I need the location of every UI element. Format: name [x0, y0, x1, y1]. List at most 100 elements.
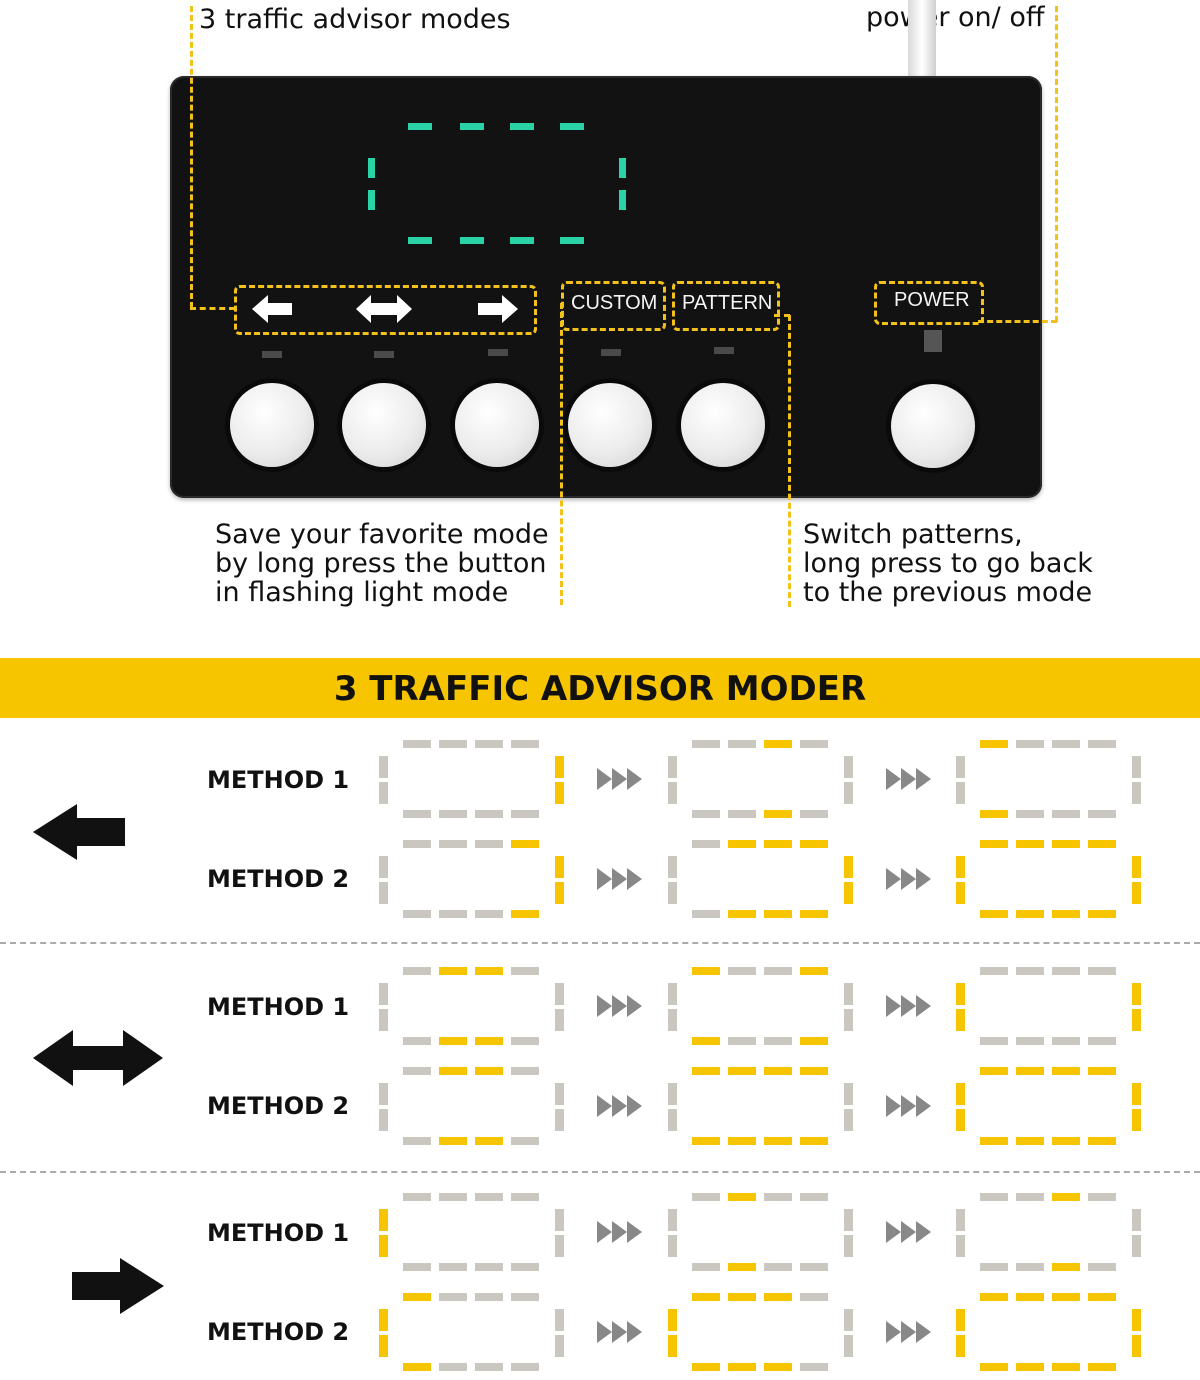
pattern-connector: [788, 315, 791, 607]
unlit-segment: [1132, 782, 1141, 804]
right-button[interactable]: [455, 383, 539, 467]
lit-segment: [692, 1363, 720, 1371]
unlit-segment: [1016, 1263, 1044, 1271]
unlit-segment: [692, 840, 720, 848]
lit-segment: [1132, 882, 1141, 904]
unlit-segment: [379, 1083, 388, 1105]
unlit-segment: [728, 740, 756, 748]
unlit-segment: [1016, 967, 1044, 975]
unlit-segment: [956, 782, 965, 804]
lit-segment: [439, 1037, 467, 1045]
lit-segment: [1016, 1293, 1044, 1301]
unlit-segment: [800, 1193, 828, 1201]
display-seg: [368, 158, 375, 178]
lit-segment: [728, 1137, 756, 1145]
unlit-segment: [764, 967, 792, 975]
display-seg: [619, 190, 626, 210]
unlit-segment: [1088, 1263, 1116, 1271]
power-button[interactable]: [891, 384, 975, 468]
power-callout-text: power on/ off: [866, 2, 1045, 33]
unlit-segment: [439, 910, 467, 918]
unlit-segment: [1016, 810, 1044, 818]
next-step-icon: [886, 995, 931, 1017]
unlit-segment: [668, 1235, 677, 1257]
unlit-segment: [439, 740, 467, 748]
lit-segment: [980, 740, 1008, 748]
left-button[interactable]: [230, 383, 314, 467]
pattern-frame: [666, 838, 856, 918]
lit-segment: [403, 1293, 431, 1301]
banner-title: 3 TRAFFIC ADVISOR MODER: [333, 669, 867, 709]
lit-segment: [1016, 1363, 1044, 1371]
indicator-led: [374, 351, 394, 358]
lit-segment: [439, 1137, 467, 1145]
unlit-segment: [764, 1193, 792, 1201]
next-step-icon: [886, 1221, 931, 1243]
unlit-segment: [844, 756, 853, 778]
pattern-frame: [954, 965, 1144, 1045]
unlit-segment: [800, 810, 828, 818]
unlit-segment: [668, 782, 677, 804]
next-step-icon: [597, 868, 642, 890]
unlit-segment: [511, 1363, 539, 1371]
unlit-segment: [555, 1009, 564, 1031]
modes-callout-text: 3 traffic advisor modes: [199, 4, 511, 35]
custom-button[interactable]: [568, 383, 652, 467]
unlit-segment: [475, 810, 503, 818]
pattern-note-line: Switch patterns,: [803, 519, 1023, 550]
lit-segment: [1016, 1067, 1044, 1075]
display-seg: [510, 123, 534, 130]
unlit-segment: [379, 983, 388, 1005]
method-label: METHOD 2: [207, 1092, 350, 1120]
display-seg: [619, 158, 626, 178]
pattern-frame: [377, 738, 567, 818]
unlit-segment: [511, 1263, 539, 1271]
lit-segment: [1052, 1363, 1080, 1371]
lit-segment: [511, 910, 539, 918]
unlit-segment: [555, 1309, 564, 1331]
pattern-label: PATTERN: [682, 292, 773, 314]
lit-segment: [980, 910, 1008, 918]
section-divider: [0, 942, 1200, 944]
lit-segment: [1132, 1009, 1141, 1031]
lit-segment: [1052, 840, 1080, 848]
unlit-segment: [692, 1263, 720, 1271]
lit-segment: [800, 1067, 828, 1075]
unlit-segment: [956, 1209, 965, 1231]
next-step-icon: [886, 868, 931, 890]
unlit-segment: [800, 1263, 828, 1271]
lit-segment: [1088, 910, 1116, 918]
unlit-segment: [511, 967, 539, 975]
pattern-frame: [666, 1191, 856, 1271]
unlit-segment: [844, 782, 853, 804]
unlit-segment: [1016, 1193, 1044, 1201]
unlit-segment: [728, 810, 756, 818]
display-seg: [408, 237, 432, 244]
lit-segment: [1052, 1263, 1080, 1271]
lit-segment: [980, 1363, 1008, 1371]
lit-segment: [668, 1335, 677, 1357]
double-arrow-icon: [356, 295, 412, 323]
unlit-segment: [439, 1363, 467, 1371]
unlit-segment: [379, 1009, 388, 1031]
lit-segment: [956, 983, 965, 1005]
unlit-segment: [692, 1193, 720, 1201]
unlit-segment: [475, 1193, 503, 1201]
center-out-button[interactable]: [342, 383, 426, 467]
pattern-frame: [377, 1191, 567, 1271]
unlit-segment: [800, 1363, 828, 1371]
lit-segment: [956, 1009, 965, 1031]
pattern-note-line: to the previous mode: [803, 577, 1093, 608]
unlit-segment: [668, 1109, 677, 1131]
unlit-segment: [511, 1067, 539, 1075]
pattern-button[interactable]: [681, 383, 765, 467]
lit-segment: [800, 967, 828, 975]
power-cable: [908, 0, 936, 80]
indicator-led: [262, 351, 282, 358]
method-label: METHOD 1: [207, 766, 350, 794]
pattern-frame: [377, 965, 567, 1045]
unlit-segment: [403, 810, 431, 818]
unlit-segment: [844, 1235, 853, 1257]
lit-segment: [475, 1067, 503, 1075]
method-label: METHOD 1: [207, 993, 350, 1021]
